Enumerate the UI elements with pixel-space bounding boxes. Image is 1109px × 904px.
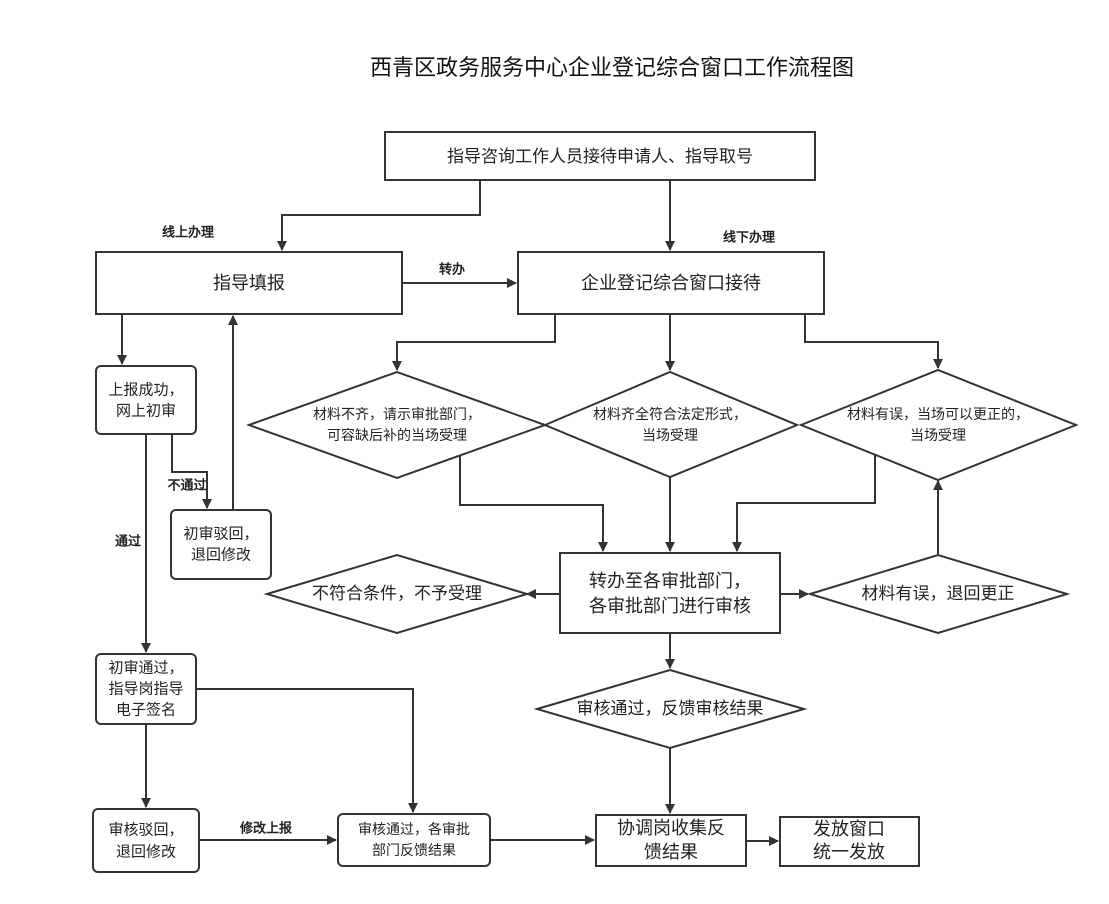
node-online-ok: 上报成功， 网上初审 xyxy=(95,365,197,435)
node-d-error: 材料有误，当场可以更正的， 当场受理 xyxy=(798,368,1079,482)
label-pass: 通过 xyxy=(115,534,141,550)
svg-text:材料有误，当场可以更正的，: 材料有误，当场可以更正的， xyxy=(847,407,1029,423)
arrow-initial-pass-to-review-ok xyxy=(196,688,418,813)
svg-text:各审批部门进行审核: 各审批部门进行审核 xyxy=(589,596,751,617)
svg-text:可容缺后补的当场受理: 可容缺后补的当场受理 xyxy=(327,427,467,444)
svg-text:馈结果: 馈结果 xyxy=(644,842,698,863)
arrow-online-ok-to-reject1 xyxy=(171,434,212,509)
label-resubmit: 修改上报 xyxy=(239,821,293,837)
svg-text:指导岗指导: 指导岗指导 xyxy=(108,680,183,698)
node-initial-pass: 初审通过， 指导岗指导 电子签名 xyxy=(95,653,197,725)
svg-text:协调岗收集反: 协调岗收集反 xyxy=(617,818,725,839)
svg-text:统一发放: 统一发放 xyxy=(813,842,885,863)
label-transfer: 转办 xyxy=(439,262,465,278)
label-offline: 线下办理 xyxy=(723,230,775,246)
node-reject1: 初审驳回， 退回修改 xyxy=(170,509,272,580)
node-d-missing: 材料不齐，请示审批部门， 可容缺后补的当场受理 xyxy=(246,370,548,480)
node-transfer: 转办至各审批部门， 各审批部门进行审核 xyxy=(559,552,781,634)
node-issue: 发放窗口 统一发放 xyxy=(779,816,920,867)
svg-text:电子签名: 电子签名 xyxy=(116,701,176,719)
label-fail: 不通过 xyxy=(167,478,206,494)
node-review-ok: 审核通过，各审批 部门反馈结果 xyxy=(337,813,491,867)
svg-text:材料有误，退回更正: 材料有误，退回更正 xyxy=(862,584,1015,604)
svg-text:初审驳回，: 初审驳回， xyxy=(183,525,258,543)
node-d-complete: 材料齐全符合法定形式， 当场受理 xyxy=(542,370,800,479)
svg-text:材料不齐，请示审批部门，: 材料不齐，请示审批部门， xyxy=(313,407,481,423)
svg-text:审核驳回，: 审核驳回， xyxy=(108,821,183,839)
node-d-pass: 审核通过，反馈审核结果 xyxy=(533,668,808,750)
node-collect: 协调岗收集反 馈结果 xyxy=(595,814,747,867)
svg-text:网上初审: 网上初审 xyxy=(116,402,176,420)
svg-text:初审通过，: 初审通过， xyxy=(108,659,183,677)
svg-text:材料齐全符合法定形式，: 材料齐全符合法定形式， xyxy=(593,406,747,423)
svg-text:审核通过，反馈审核结果: 审核通过，反馈审核结果 xyxy=(577,699,764,719)
node-reject2: 审核驳回， 退回修改 xyxy=(92,808,200,873)
arrow-start-to-fill xyxy=(277,180,481,251)
svg-text:转办至各审批部门，: 转办至各审批部门， xyxy=(589,571,751,592)
arrow-d-error-to-transfer xyxy=(732,454,876,552)
svg-text:上报成功，: 上报成功， xyxy=(108,381,183,399)
svg-text:指导填报: 指导填报 xyxy=(213,273,285,294)
node-reception: 企业登记综合窗口接待 xyxy=(517,251,825,315)
connectors xyxy=(117,180,943,846)
label-online: 线上办理 xyxy=(162,225,214,241)
svg-text:退回修改: 退回修改 xyxy=(116,843,176,861)
node-fill: 指导填报 xyxy=(95,251,403,315)
svg-text:指导咨询工作人员接待申请人、指导取号: 指导咨询工作人员接待申请人、指导取号 xyxy=(447,147,753,167)
svg-text:发放窗口: 发放窗口 xyxy=(813,819,885,840)
svg-text:退回修改: 退回修改 xyxy=(191,546,251,564)
arrow-reception-to-d-missing xyxy=(392,314,556,371)
page-title: 西青区政务服务中心企业登记综合窗口工作流程图 xyxy=(370,56,854,81)
node-d-notqual: 不符合条件，不予受理 xyxy=(263,553,531,635)
arrow-reception-to-d-error xyxy=(804,314,943,369)
svg-text:企业登记综合窗口接待: 企业登记综合窗口接待 xyxy=(581,273,761,294)
svg-text:当场受理: 当场受理 xyxy=(642,428,698,444)
svg-text:部门反馈结果: 部门反馈结果 xyxy=(372,843,456,859)
svg-text:审核通过，各审批: 审核通过，各审批 xyxy=(358,822,470,838)
svg-text:当场受理: 当场受理 xyxy=(910,428,966,444)
svg-text:不符合条件，不予受理: 不符合条件，不予受理 xyxy=(312,584,482,604)
node-d-return: 材料有误，退回更正 xyxy=(806,553,1071,635)
arrow-d-missing-to-transfer xyxy=(459,454,608,552)
node-start: 指导咨询工作人员接待申请人、指导取号 xyxy=(384,131,816,181)
